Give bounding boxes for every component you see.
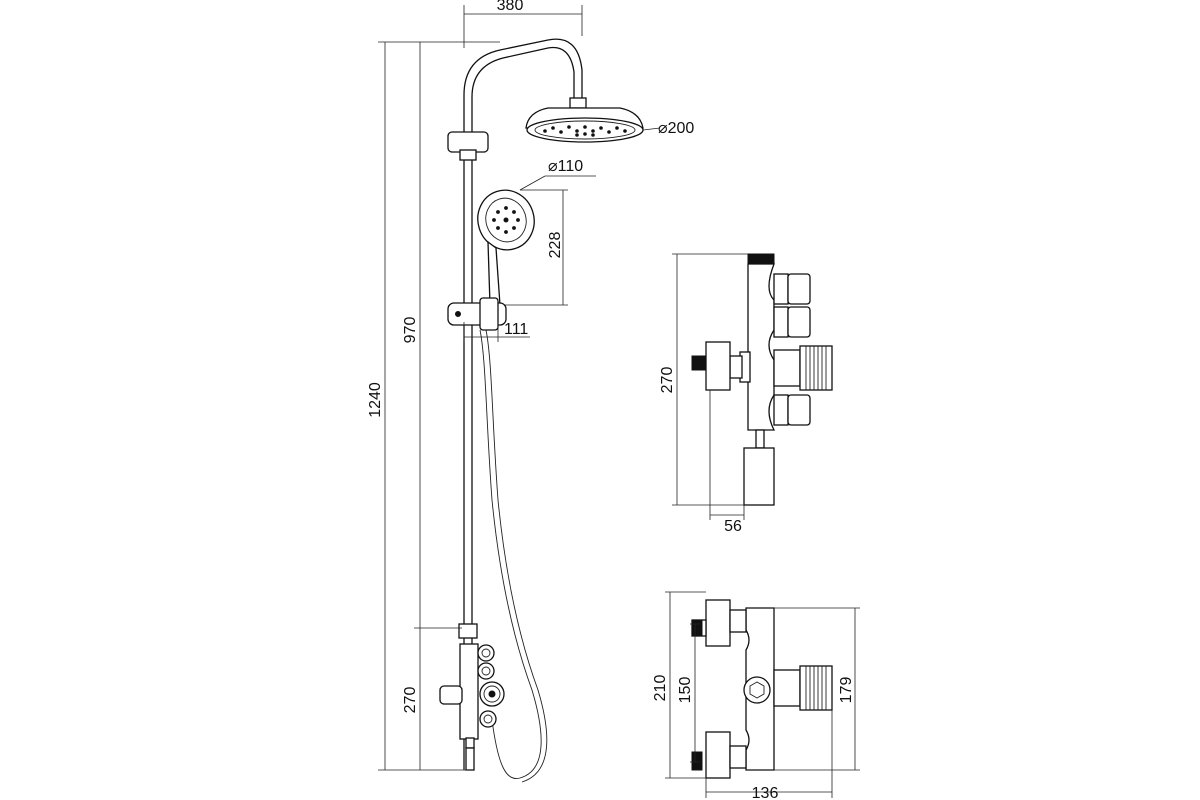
dim-hand-height: 228	[547, 232, 564, 259]
lower-outlet	[787, 394, 811, 426]
head-connector	[569, 97, 587, 109]
upper-outlet-1	[787, 273, 811, 305]
dim-mixer-height: 270	[402, 687, 419, 714]
dim-total-height: 1240	[367, 382, 384, 418]
dim-bottom-height-right: 179	[838, 677, 855, 704]
hex-nut	[743, 676, 771, 704]
dim-head-diameter: ⌀200	[658, 120, 694, 137]
mixer-side-view	[691, 253, 833, 506]
hose	[479, 329, 542, 779]
top-cap	[747, 253, 775, 265]
lower-clamp	[458, 623, 478, 639]
upper-holder-base	[459, 149, 477, 161]
dim-hand-diameter: ⌀110	[548, 158, 583, 175]
inlet-bottom-cap	[691, 751, 703, 771]
dim-slide-height: 970	[402, 317, 419, 344]
top-knob	[799, 665, 833, 711]
dim-bottom-width: 136	[752, 785, 779, 800]
shower-column	[439, 38, 661, 783]
dim-side-height: 270	[659, 367, 676, 394]
dim-bottom-spacing: 150	[677, 677, 694, 704]
bottom-outlet	[743, 447, 775, 506]
left-dimensions	[378, 5, 583, 771]
thermostatic-knob	[799, 345, 833, 391]
hand-shower	[477, 189, 535, 306]
wall-flange	[705, 341, 731, 391]
dim-bottom-height: 210	[652, 675, 669, 702]
side-body	[747, 263, 776, 431]
mixer-top-view	[691, 599, 833, 779]
upper-holder	[447, 131, 489, 153]
rain-shower-head	[525, 107, 644, 143]
inlet-cap	[691, 355, 707, 371]
riser-pipe-inner	[471, 46, 575, 770]
riser-pipe-outer	[463, 38, 583, 770]
side-dimensions	[672, 253, 748, 520]
hose-inner	[485, 329, 548, 783]
top-view-dimensions	[665, 591, 860, 798]
upper-outlet-2	[787, 306, 811, 338]
mixer-body	[439, 643, 505, 771]
dim-side-depth: 56	[724, 518, 742, 535]
dim-slide-offset: 111	[504, 321, 528, 338]
slide-holder	[447, 297, 507, 331]
dim-top-width: 380	[497, 0, 524, 14]
